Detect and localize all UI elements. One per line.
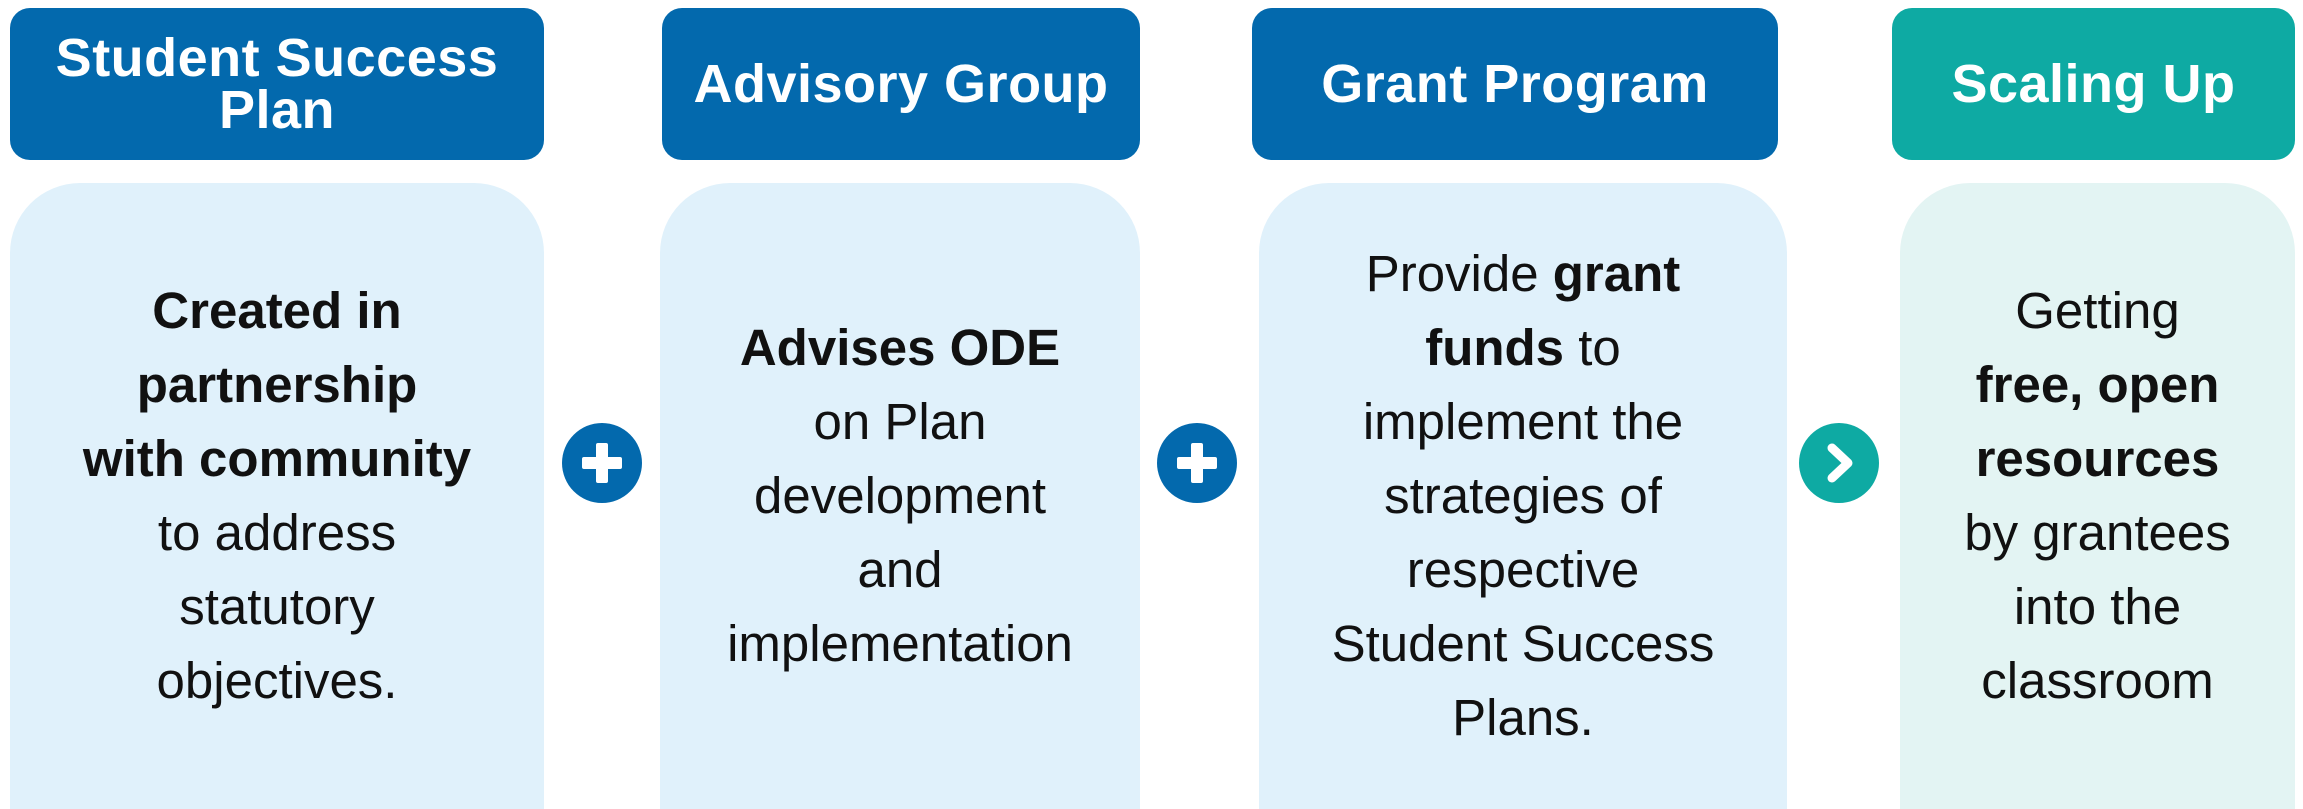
advisory-group-box: Advises ODE on Plan development and impl… [660,183,1140,809]
header-title: Scaling Up [1951,54,2236,114]
box-bold-line: resources [1975,430,2220,487]
plus-connector [562,423,642,503]
grant-program-box: Provide grant funds to implement the str… [1259,183,1787,809]
box-line: on Plan [813,393,987,450]
header-line: Plan [218,80,336,140]
box-line: development [753,467,1047,524]
box-line: respective [1406,541,1640,598]
box-bold-line: Advises ODE [739,319,1061,376]
plus-connector [1157,423,1237,503]
box-line: implement the [1362,393,1684,450]
grant-program-header: Grant Program [1252,8,1778,160]
box-line: objectives. [156,652,398,709]
box-line: to address [157,504,397,561]
box-line: Getting [2015,282,2180,339]
student-success-plan-box: Created in partnership with community to… [10,183,544,809]
box-line: into the [2013,578,2182,635]
box-line: Student Success [1331,615,1715,672]
box-bold-line: Created in [152,282,402,339]
scaling-up-box: Getting free, open resources by grantees… [1900,183,2295,809]
box-bold-line: partnership [136,356,418,413]
box-bold-text: funds [1425,319,1565,376]
box-text: Provide [1365,245,1553,302]
box-line: strategies of [1384,467,1662,524]
box-bold-line: with community [82,430,472,487]
box-line: classroom [1981,652,2214,709]
box-bold-text: grant [1552,245,1681,302]
box-line: and [857,541,943,598]
advisory-group-header: Advisory Group [662,8,1140,160]
student-success-plan-header: Student Success Plan [10,8,544,160]
chevron-connector [1799,423,1879,503]
box-bold-line: free, open [1975,356,2220,413]
box-text: to [1564,319,1621,376]
plus-icon [582,443,622,483]
scaling-up-header: Scaling Up [1892,8,2295,160]
header-title: Advisory Group [693,54,1109,114]
box-line: Plans. [1452,689,1594,746]
chevron-right-icon [1827,443,1853,483]
header-line: Student Success [55,28,499,88]
header-title: Grant Program [1321,54,1709,114]
plus-icon [1177,443,1217,483]
box-line: statutory [179,578,375,635]
box-line: implementation [727,615,1073,672]
box-line: by grantees [1964,504,2231,561]
